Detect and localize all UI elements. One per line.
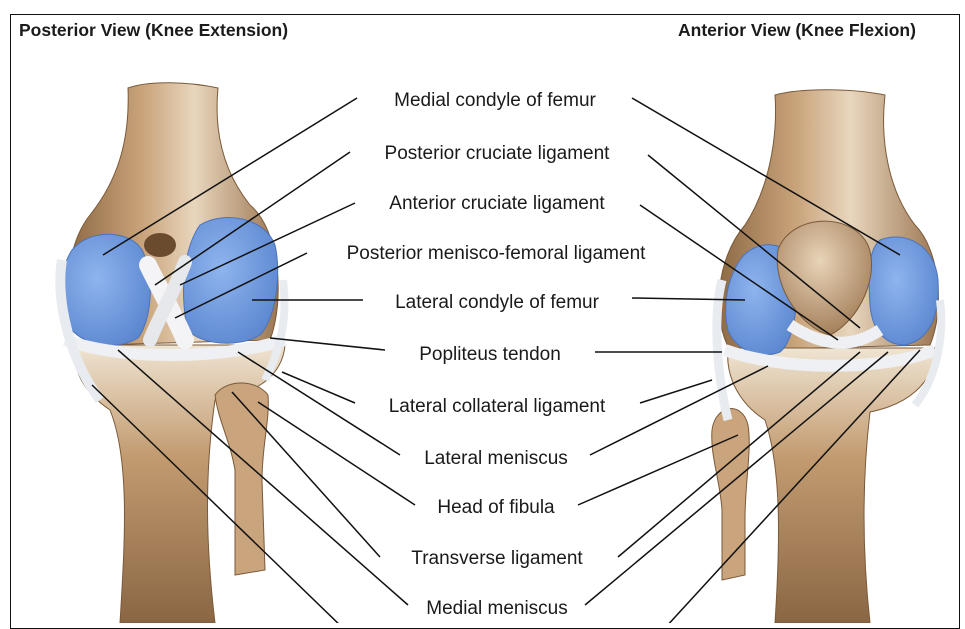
- label-head-of-fibula: Head of fibula: [437, 497, 554, 519]
- label-anterior-cruciate-ligament: Anterior cruciate ligament: [389, 193, 604, 215]
- anterior-medial-condyle: [869, 237, 938, 345]
- label-lateral-condyle-of-femur: Lateral condyle of femur: [395, 292, 599, 314]
- anterior-knee: [712, 90, 942, 623]
- anterior-tibia: [728, 348, 935, 623]
- posterior-fibula: [215, 383, 268, 575]
- label-transverse-ligament: Transverse ligament: [411, 548, 582, 570]
- label-lateral-collateral-ligament: Lateral collateral ligament: [389, 396, 606, 418]
- label-posterior-menisco-femoral-ligament: Posterior menisco-femoral ligament: [347, 243, 646, 265]
- label-medial-meniscus: Medial meniscus: [426, 598, 568, 620]
- label-posterior-cruciate-ligament: Posterior cruciate ligament: [385, 143, 610, 165]
- label-popliteus-tendon: Popliteus tendon: [419, 344, 561, 366]
- posterior-view-title: Posterior View (Knee Extension): [19, 20, 288, 41]
- anterior-view-title: Anterior View (Knee Flexion): [678, 20, 916, 41]
- label-medial-condyle-of-femur: Medial condyle of femur: [394, 90, 596, 112]
- posterior-medial-condyle: [62, 234, 151, 345]
- posterior-lateral-condyle: [184, 218, 278, 344]
- label-lateral-meniscus: Lateral meniscus: [424, 448, 568, 470]
